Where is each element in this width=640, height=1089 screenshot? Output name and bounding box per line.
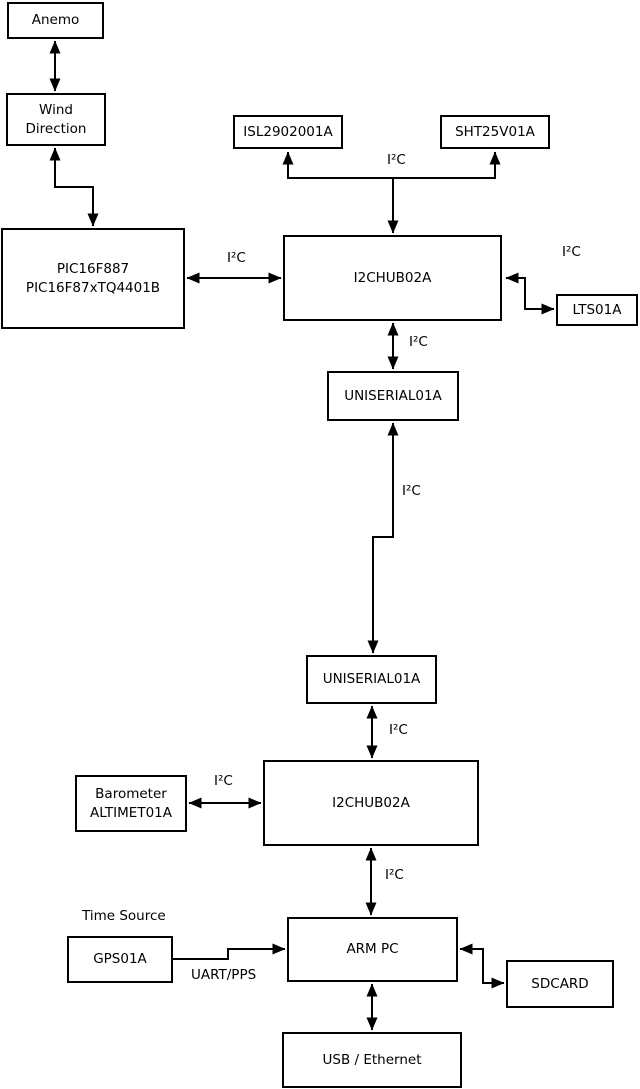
box-anemometer: Anemo [7, 2, 104, 39]
label-i2c-pic-hub: I²C [227, 250, 246, 266]
box-uniserial-upper: UNISERIAL01A [327, 371, 459, 421]
box-sdcard: SDCARD [506, 960, 614, 1008]
label-i2c-hub-armpc: I²C [385, 867, 404, 883]
box-arm-pc: ARM PC [287, 917, 458, 982]
label-time-source: Time Source [82, 908, 166, 924]
label-i2c-barometer-hub: I²C [214, 773, 233, 789]
label-i2c-hub-uniserial: I²C [409, 334, 428, 350]
label-i2c-sensor-branch: I²C [387, 152, 406, 168]
box-i2c-hub-lower: I2CHUB02A [263, 760, 479, 846]
edge-hub1-lts [505, 272, 555, 315]
box-barometer-altimeter: Barometer ALTIMET01A [75, 775, 187, 832]
box-pic-microcontroller: PIC16F887 PIC16F87xTQ4401B [1, 228, 185, 329]
box-usb-ethernet: USB / Ethernet [282, 1032, 462, 1088]
label-i2c-uniserial-link: I²C [402, 483, 421, 499]
box-isl2902001a: ISL2902001A [233, 115, 343, 149]
label-uart-pps: UART/PPS [191, 967, 257, 983]
box-sht25v01a: SHT25V01A [440, 115, 550, 149]
box-lts01a: LTS01A [556, 294, 638, 326]
edge-isl-sht-branch [282, 151, 501, 179]
box-i2c-hub-upper: I2CHUB02A [283, 235, 502, 321]
edge-wind-pic [49, 147, 99, 227]
label-i2c-hub-lts: I²C [562, 244, 581, 260]
edge-gps-armpc [173, 943, 286, 960]
label-i2c-uniserial-hub: I²C [389, 722, 408, 738]
box-uniserial-lower: UNISERIAL01A [306, 655, 437, 704]
box-gps01a: GPS01A [67, 936, 173, 983]
edge-armpc-sdcard [459, 943, 505, 989]
edge-uniserial1-uniserial2 [367, 422, 399, 654]
box-wind-direction: Wind Direction [6, 93, 106, 146]
